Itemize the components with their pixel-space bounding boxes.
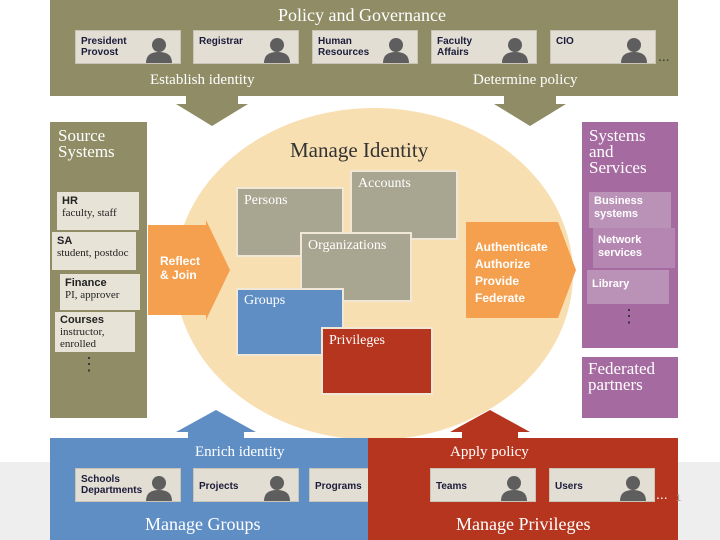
- person-icon: [621, 38, 647, 63]
- federated-partners-title: Federated partners: [588, 359, 656, 394]
- role-card-faculty-affairs: Faculty Affairs: [431, 30, 537, 64]
- group-label: Schools Departments: [81, 474, 143, 496]
- source-ellipsis: ⋮: [80, 354, 98, 374]
- systems-ellipsis: ⋮: [620, 306, 638, 326]
- privilege-card-teams: Teams: [430, 468, 536, 502]
- federate-label: Federate: [475, 291, 526, 305]
- reflect-join-arrow: [148, 220, 230, 320]
- federated-partners-panel: Federated partners: [582, 357, 678, 418]
- person-icon: [146, 38, 172, 63]
- source-systems-title: Source Systems: [58, 126, 115, 161]
- source-courses: Courses instructor, enrolled: [55, 312, 135, 352]
- organizations-label: Organizations: [308, 238, 387, 253]
- group-card-schools: Schools Departments: [75, 468, 181, 502]
- manage-privileges-title: Manage Privileges: [456, 514, 591, 534]
- role-label: CIO: [556, 36, 574, 47]
- page-number: 1: [676, 493, 682, 503]
- enrich-identity-arrow: [176, 410, 256, 440]
- establish-identity-arrow: [176, 96, 248, 126]
- role-card-registrar: Registrar: [193, 30, 299, 64]
- group-label: Projects: [199, 481, 239, 492]
- privilege-card-users: Users: [549, 468, 655, 502]
- establish-identity-label: Establish identity: [150, 72, 255, 88]
- source-title: Finance: [65, 277, 107, 289]
- policy-governance-band: Policy and Governance President Provost …: [50, 0, 678, 96]
- system-label: Library: [592, 278, 630, 290]
- systems-services-title: Systems and Services: [589, 126, 647, 177]
- determine-policy-arrow: [494, 96, 566, 126]
- source-subtitle: instructor, enrolled: [60, 326, 105, 350]
- reflect-join-label: Reflect & Join: [160, 254, 201, 282]
- group-card-projects: Projects: [193, 468, 299, 502]
- role-card-human-resources: Human Resources: [312, 30, 418, 64]
- source-title: HR: [62, 195, 78, 207]
- role-label: Registrar: [199, 36, 243, 47]
- privilege-label: Users: [555, 481, 583, 492]
- organizations-box: Organizations: [302, 234, 410, 300]
- source-title: Courses: [60, 314, 105, 326]
- authenticate-arrow: [466, 222, 576, 318]
- person-icon: [502, 38, 528, 63]
- manage-groups-band: Enrich identity Schools Departments Proj…: [50, 438, 415, 540]
- accounts-box: Accounts: [352, 172, 456, 238]
- apply-policy-label: Apply policy: [450, 444, 529, 460]
- source-title: SA: [57, 235, 73, 247]
- role-label: Human Resources: [318, 36, 370, 58]
- group-label: Programs: [315, 481, 362, 492]
- bottom-ellipsis: ...: [656, 486, 668, 502]
- source-systems-panel: Source Systems: [50, 122, 147, 418]
- system-label: Network services: [598, 234, 643, 259]
- source-sa: SA student, postdoc: [52, 232, 136, 270]
- source-subtitle: PI, approver: [65, 289, 120, 301]
- person-icon: [146, 476, 172, 501]
- manage-identity-title: Manage Identity: [290, 138, 429, 162]
- person-icon: [501, 476, 527, 501]
- person-icon: [264, 38, 290, 63]
- source-hr: HR faculty, staff: [57, 192, 139, 230]
- privilege-label: Teams: [436, 481, 467, 492]
- source-subtitle: student, postdoc: [57, 247, 129, 259]
- person-icon: [383, 38, 409, 63]
- source-subtitle: faculty, staff: [62, 207, 117, 219]
- policy-governance-title: Policy and Governance: [278, 5, 446, 25]
- role-label: President Provost: [81, 36, 127, 58]
- groups-label: Groups: [244, 293, 286, 308]
- privileges-box: Privileges: [323, 329, 431, 393]
- accounts-label: Accounts: [358, 176, 411, 191]
- enrich-identity-label: Enrich identity: [195, 444, 285, 460]
- system-network: Network services: [593, 228, 675, 268]
- system-library: Library: [587, 270, 669, 304]
- persons-label: Persons: [244, 193, 288, 208]
- apply-policy-arrow: [450, 410, 530, 440]
- source-finance: Finance PI, approver: [60, 274, 140, 310]
- system-label: Business systems: [594, 195, 643, 220]
- authorize-label: Authorize: [475, 257, 531, 271]
- system-business: Business systems: [589, 192, 671, 228]
- person-icon: [620, 476, 646, 501]
- manage-groups-title: Manage Groups: [145, 514, 261, 534]
- authenticate-label: Authenticate: [475, 240, 548, 254]
- manage-privileges-band: Apply policy Teams Users ... Manage Priv…: [368, 438, 678, 540]
- provide-label: Provide: [475, 274, 520, 288]
- top-ellipsis: ...: [658, 48, 670, 64]
- privileges-label: Privileges: [329, 333, 385, 348]
- role-card-president-provost: President Provost: [75, 30, 181, 64]
- person-icon: [264, 476, 290, 501]
- determine-policy-label: Determine policy: [473, 72, 578, 88]
- role-label: Faculty Affairs: [437, 36, 473, 58]
- role-card-cio: CIO: [550, 30, 656, 64]
